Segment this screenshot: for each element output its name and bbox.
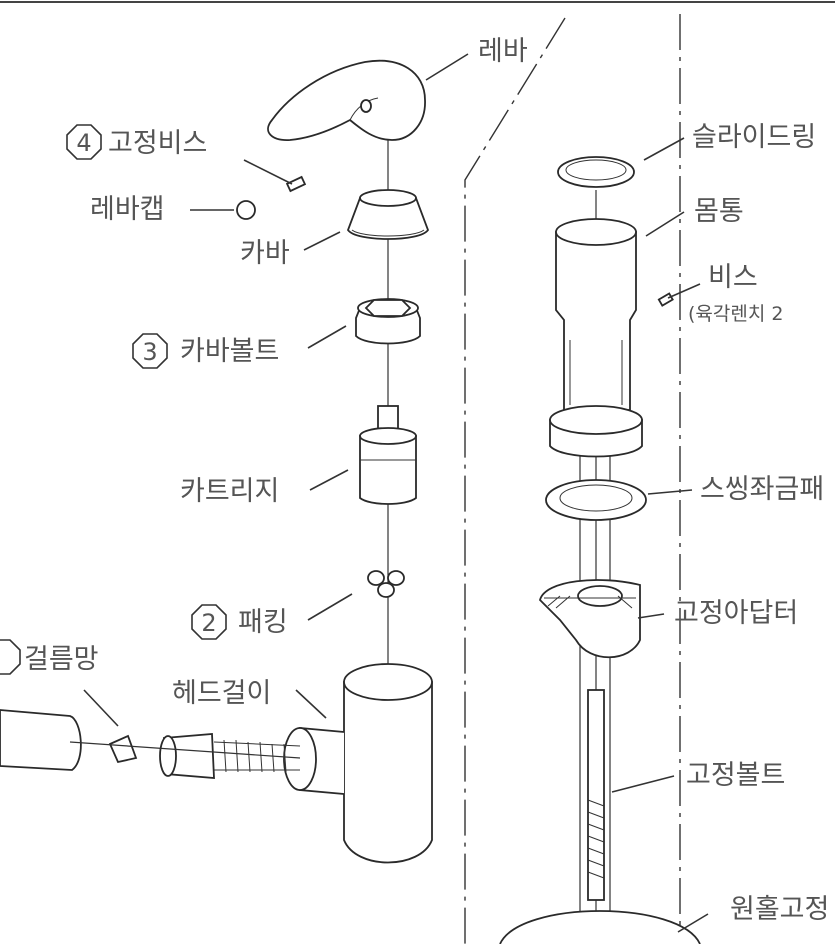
label-cover-bolt: 카바볼트 [180, 336, 279, 367]
label-washer: 스씽좌금패 [700, 474, 824, 505]
label-cover: 카바 [240, 238, 290, 269]
label-fixing-screw: 고정비스 [108, 128, 207, 159]
slide-ring-part [557, 156, 635, 188]
lever-part [267, 59, 426, 141]
label-fixing-bolt: 고정볼트 [686, 760, 785, 791]
strainer-part [108, 734, 138, 764]
svg-text:3: 3 [142, 338, 157, 366]
screw-part [657, 292, 674, 307]
label-cartridge: 카트리지 [180, 476, 279, 507]
label-lever: 레바 [478, 36, 528, 67]
marker-cover-bolt: 3 [132, 333, 168, 369]
hose-part [0, 709, 301, 779]
washer-part [545, 479, 647, 521]
head-holder-part [283, 663, 433, 864]
cartridge-part [359, 405, 417, 505]
marker-fixing-screw: 4 [66, 124, 102, 160]
label-round-hole: 원홀고정 [730, 894, 829, 925]
label-fixing-adapter: 고정아답터 [674, 598, 798, 629]
label-head-holder: 헤드걸이 [172, 678, 271, 709]
assembly-boundary-left [464, 17, 566, 944]
cover-part [346, 189, 430, 240]
label-slide-ring: 슬라이드링 [692, 122, 816, 153]
round-hole-part [499, 910, 701, 944]
packing-part [367, 570, 405, 598]
marker-packing: 2 [191, 604, 227, 640]
fixing-screw-part [285, 175, 307, 193]
label-screw-note: (육각렌치 2 [688, 303, 783, 325]
svg-text:4: 4 [76, 129, 91, 157]
marker-strainer [0, 639, 21, 675]
svg-text:2: 2 [201, 609, 216, 637]
lever-cap-part [236, 200, 256, 220]
label-screw: 비스 [708, 262, 758, 293]
body-part [549, 218, 643, 458]
cover-bolt-part [355, 298, 421, 345]
label-body: 몸통 [694, 196, 744, 227]
hose-axis [69, 741, 301, 759]
label-packing: 패킹 [238, 607, 288, 638]
label-lever-cap: 레바캡 [90, 194, 165, 225]
label-strainer: 걸름망 [24, 644, 99, 675]
fixing-bolt-part [587, 689, 605, 901]
fixing-adapter-part [539, 579, 641, 659]
